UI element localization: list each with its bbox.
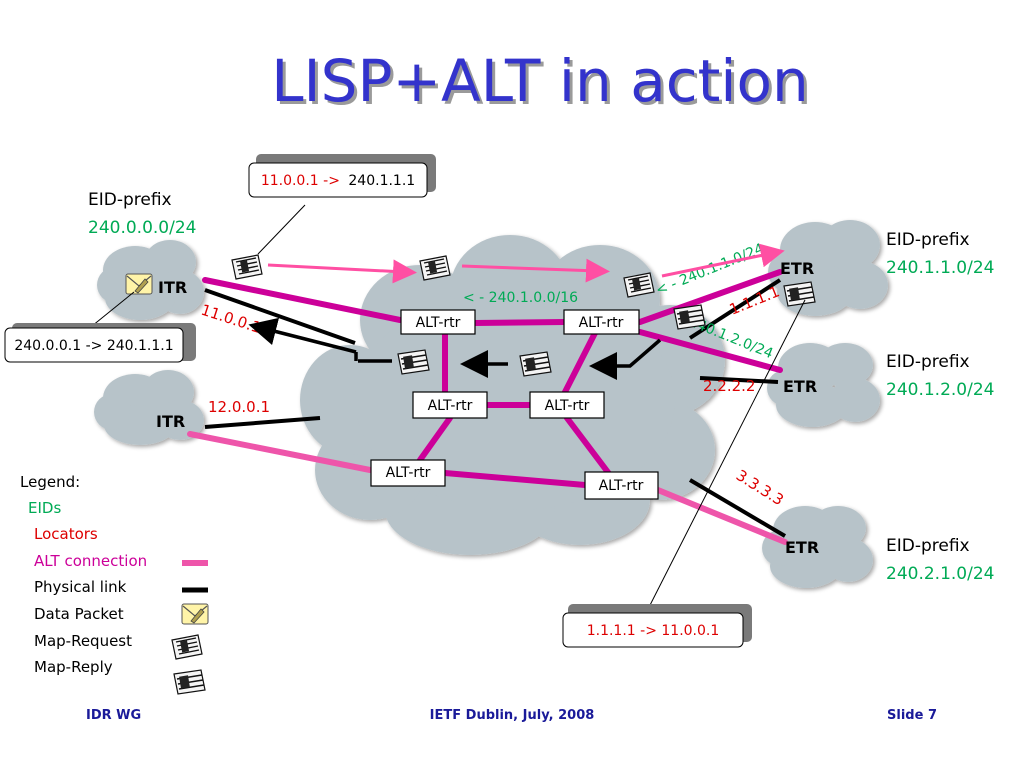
legend-alt-connection: ALT connection	[34, 552, 147, 570]
physical-links	[204, 278, 787, 538]
itr2-locator: 12.0.0.1	[208, 398, 270, 416]
itr2-cloud	[94, 370, 204, 445]
legend-locators: Locators	[34, 525, 98, 543]
etr2-locator: 2.2.2.2	[703, 377, 755, 395]
alt-router-label: ALT-rtr	[386, 465, 431, 481]
alt-router-label: ALT-rtr	[545, 398, 590, 414]
etr2-eid-title: EID-prefix	[886, 352, 970, 372]
callout-left-text: 240.0.0.1 -> 240.1.1.1	[14, 338, 173, 354]
legend-data-packet: Data Packet	[34, 605, 124, 623]
etr1-eid-prefix: 240.1.1.0/24	[886, 258, 994, 278]
alt-router-5: ALT-rtr	[370, 459, 446, 487]
footer-right: Slide 7	[887, 708, 937, 723]
map-reply-path	[248, 281, 816, 380]
alt-router-label: ALT-rtr	[599, 478, 644, 494]
footer-left: IDR WG	[86, 708, 141, 723]
alt-router-4: ALT-rtr	[529, 391, 605, 419]
callout-top-src: 11.0.0.1 ->	[261, 173, 340, 189]
aggregate-route-label: < - 240.1.0.0/16	[463, 290, 578, 306]
itr2-label: ITR	[156, 412, 185, 431]
map-request-icon	[419, 255, 451, 281]
etr3-eid-title: EID-prefix	[886, 536, 970, 556]
etr2-label: ETR	[783, 377, 817, 396]
callout-bottom: 1.1.1.1 -> 11.0.0.1	[562, 299, 806, 648]
callout-top: 11.0.0.1 -> 240.1.1.1	[248, 154, 436, 255]
data-packet-icon	[125, 273, 153, 295]
etr2-cloud	[767, 343, 880, 427]
etr1-label: ETR	[780, 259, 814, 278]
callout-top-dst: 240.1.1.1	[348, 173, 415, 189]
alt-router-1: ALT-rtr	[400, 309, 476, 335]
alt-router-label: ALT-rtr	[428, 398, 473, 414]
legend-title: Legend:	[20, 473, 80, 491]
legend-eids: EIDs	[28, 499, 61, 517]
alt-router-label: ALT-rtr	[416, 315, 461, 331]
etr1-cloud	[768, 220, 888, 316]
itr1-eid-title: EID-prefix	[88, 190, 172, 210]
title-shadow: LISP+ALT in action	[274, 50, 812, 118]
map-request-path	[231, 243, 785, 298]
map-reply-icon	[519, 351, 552, 377]
etr3-label: ETR	[785, 538, 819, 557]
legend-map-reply: Map-Reply	[34, 658, 113, 676]
footer-center: IETF Dublin, July, 2008	[430, 708, 595, 723]
alt-router-3: ALT-rtr	[412, 391, 488, 419]
etr2-eid-prefix: 240.1.2.0/24	[886, 380, 994, 400]
map-reply-icon	[783, 281, 816, 307]
etr1-route-label: < - 240.1.1.0/24	[654, 241, 767, 299]
alt-router-label: ALT-rtr	[579, 315, 624, 331]
itr1-eid-prefix: 240.0.0.0/24	[88, 218, 196, 238]
alt-router-6: ALT-rtr	[584, 471, 659, 500]
map-reply-icon	[397, 349, 430, 375]
callout-left: 240.0.0.1 -> 240.1.1.1	[4, 291, 196, 363]
alt-cloud	[300, 235, 725, 555]
itr1-label: ITR	[158, 278, 187, 297]
legend: Legend: EIDs Locators ALT connection Phy…	[20, 473, 209, 695]
etr3-eid-prefix: 240.2.1.0/24	[886, 564, 994, 584]
map-reply-icon	[673, 304, 706, 330]
page-title: LISP+ALT in action	[271, 47, 809, 115]
map-reply-icon	[173, 669, 206, 695]
map-request-icon	[231, 254, 263, 280]
data-packet-icon	[181, 603, 209, 625]
legend-physical-link: Physical link	[34, 578, 127, 596]
callout-top-text: 11.0.0.1 -> 240.1.1.1	[261, 173, 415, 189]
etr3-locator: 3.3.3.3	[733, 466, 787, 509]
etr1-eid-title: EID-prefix	[886, 230, 970, 250]
legend-map-request: Map-Request	[34, 632, 132, 650]
map-request-icon	[623, 272, 655, 298]
alt-connections	[187, 269, 788, 545]
callout-bottom-text: 1.1.1.1 -> 11.0.0.1	[587, 623, 720, 639]
alt-router-2: ALT-rtr	[563, 309, 640, 335]
map-request-icon	[171, 634, 203, 660]
